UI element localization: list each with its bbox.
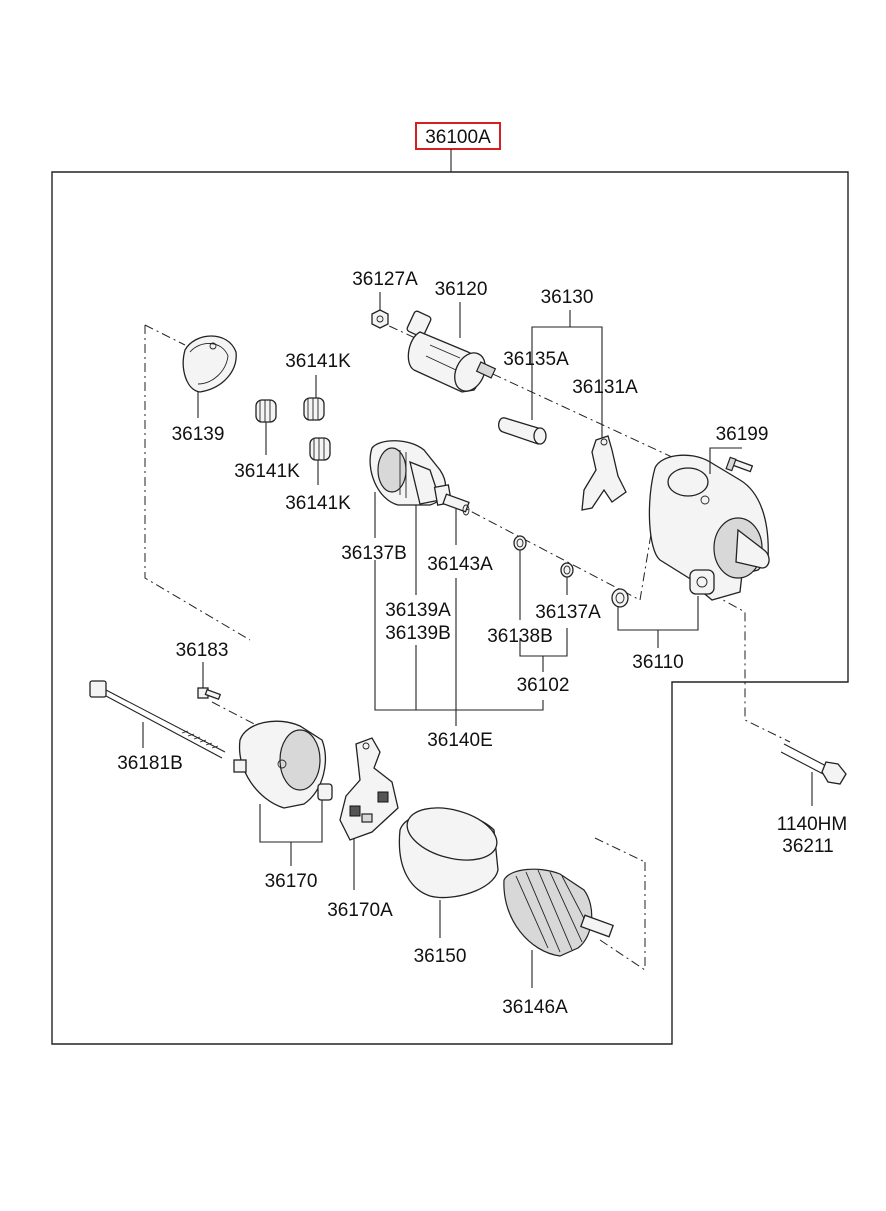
gear-case-assembly[interactable]: [369, 440, 453, 506]
part-label-36139[interactable]: 36139: [172, 424, 225, 445]
leader-36140E-bracket: [374, 560, 544, 711]
axis-line-plate-top: [144, 324, 186, 346]
part-label-36139A[interactable]: 36139A: [385, 600, 451, 621]
part-label-36199[interactable]: 36199: [716, 424, 769, 445]
leader-36199: [709, 447, 742, 474]
planet-gear-36141K-c[interactable]: [309, 437, 331, 461]
planet-gear-36141K-b[interactable]: [255, 399, 277, 423]
part-label-36141K-c[interactable]: 36141K: [285, 493, 351, 514]
lever-36131A[interactable]: [581, 435, 627, 511]
part-label-36120[interactable]: 36120: [435, 279, 488, 300]
axis-line-armature-top: [594, 837, 646, 863]
solenoid-36120[interactable]: [406, 310, 497, 396]
front-housing-36110[interactable]: [648, 454, 770, 601]
part-label-36211[interactable]: 36211: [782, 836, 833, 857]
part-label-36170[interactable]: 36170: [265, 871, 318, 892]
part-label-36127A[interactable]: 36127A: [352, 269, 418, 290]
axis-line-bolt-right: [711, 593, 791, 743]
nut-36127A[interactable]: [371, 309, 389, 329]
ring-36137A[interactable]: [560, 562, 574, 578]
part-label-36102[interactable]: 36102: [517, 675, 570, 696]
part-label-36150[interactable]: 36150: [414, 946, 467, 967]
screw-36183[interactable]: [197, 687, 222, 701]
armature-36146A[interactable]: [503, 868, 614, 957]
part-label-36181B[interactable]: 36181B: [117, 753, 183, 774]
rear-cover-36170[interactable]: [233, 720, 333, 809]
brush-holder-36170A[interactable]: [339, 737, 399, 841]
leader-36130-right: [570, 326, 603, 438]
assembly-highlight-frame: [415, 122, 501, 150]
part-label-36143A[interactable]: 36143A: [427, 554, 493, 575]
part-label-36139B[interactable]: 36139B: [385, 623, 451, 644]
assembly-number-label: 36100A: [425, 127, 491, 148]
ring-36138B[interactable]: [513, 535, 527, 551]
plate-36139[interactable]: [182, 335, 237, 393]
part-label-36137B[interactable]: 36137B: [341, 543, 407, 564]
assembly-number-box[interactable]: 36100A: [415, 122, 501, 150]
bolt-1140HM[interactable]: [780, 743, 847, 785]
part-label-36110[interactable]: 36110: [632, 652, 683, 673]
part-label-36138B[interactable]: 36138B: [487, 626, 553, 647]
hex-nut-icon: [371, 309, 389, 329]
yoke-36150[interactable]: [398, 799, 502, 899]
bush-36110[interactable]: [611, 588, 629, 608]
part-label-36135A[interactable]: 36135A: [503, 349, 569, 370]
axis-line-screw: [211, 701, 263, 729]
screw-36199[interactable]: [725, 456, 754, 473]
part-label-1140HM[interactable]: 1140HM: [777, 814, 847, 835]
plunger-36135A[interactable]: [498, 417, 547, 445]
assembly-group-frame: [51, 171, 849, 1045]
leader-36130-left: [531, 310, 571, 420]
shaft-36143A[interactable]: [442, 493, 470, 516]
axis-line-left: [144, 325, 251, 641]
part-label-36140E[interactable]: 36140E: [427, 730, 493, 751]
part-label-36141K-b[interactable]: 36141K: [234, 461, 300, 482]
part-label-36130[interactable]: 36130: [541, 287, 594, 308]
part-label-36170A[interactable]: 36170A: [327, 900, 393, 921]
part-label-36141K-a[interactable]: 36141K: [285, 351, 351, 372]
leader-36110-bracket: [617, 596, 699, 631]
planet-gear-36141K-a[interactable]: [303, 397, 325, 421]
axis-line-armature-bottom: [599, 939, 646, 971]
through-bolt-36181B[interactable]: [89, 680, 226, 759]
part-label-36146A[interactable]: 36146A: [502, 997, 568, 1018]
part-label-36131A[interactable]: 36131A: [572, 377, 638, 398]
axis-line-drive: [454, 502, 641, 601]
part-label-36183[interactable]: 36183: [176, 640, 229, 661]
part-label-36137A[interactable]: 36137A: [535, 602, 601, 623]
